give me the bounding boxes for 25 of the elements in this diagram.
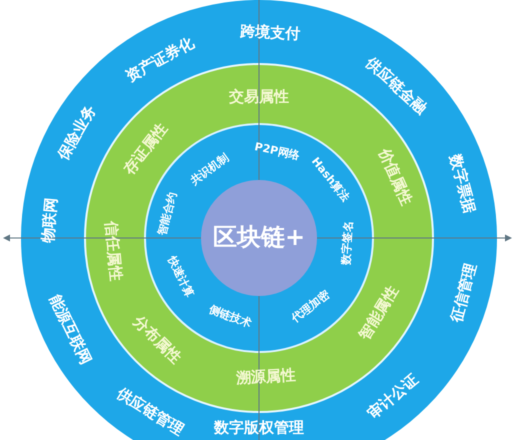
ring-label: 供应链金融 [362,54,430,118]
ring-label: P2P网络 [254,140,301,163]
ring-label: 快速计算 [164,254,196,300]
ring-label: 数字票据 [446,152,478,215]
ring-label: 能源互联网 [46,292,94,368]
ring-label: 跨境支付 [239,23,300,44]
ring-label: 价值属性 [375,146,416,208]
ring-label: 资产证券化 [123,34,198,86]
ring-label: 存证属性 [120,120,171,178]
ring-label: 数字签名 [340,220,356,265]
ring-label: 保险业务 [54,102,100,164]
ring-label: 审计公证 [364,371,422,424]
ring-label: 溯源属性 [236,366,297,387]
ring-label: 物联网 [39,196,60,243]
ring-label: 信任属性 [101,220,124,282]
ring-label: 分布属性 [130,312,184,368]
ring-label: 供应链管理 [114,384,187,440]
ring-label: 代理加密 [289,288,332,325]
ring-label: 侧链技术 [207,303,254,330]
ring-label: 征信管理 [448,262,480,324]
ring-label: 智能合约 [156,190,180,237]
ring-label: 智能属性 [356,283,403,344]
ring-label: 共识机制 [188,152,232,188]
ring-label: 数字版权管理 [214,419,304,437]
center-title: 区块链+ [212,224,306,252]
